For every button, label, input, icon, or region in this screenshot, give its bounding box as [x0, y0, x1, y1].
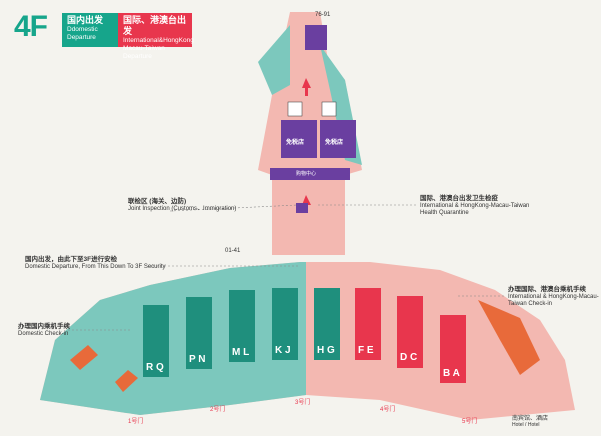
counter-kj [272, 288, 298, 360]
legend-international-en2: Macau-Taiwan Departure [123, 45, 165, 60]
quarantine-cn: 国际、港澳台出发卫生检疫 [420, 195, 498, 202]
shop-area [115, 370, 138, 392]
counter-ml [229, 290, 255, 362]
legend-international: 国际、港澳台出发 International&HongKong Macau-Ta… [118, 13, 194, 60]
counter-ba [440, 315, 466, 383]
counter-hg [314, 288, 340, 360]
restroom-icon [321, 101, 337, 117]
domestic-hall [40, 262, 306, 415]
legend-domestic: 国内出发 Ddomestic Departure [62, 13, 118, 47]
duty-free-left [281, 120, 317, 158]
door-5: 5号门 [462, 419, 478, 425]
counter-ml-letters: M L [232, 347, 250, 358]
gate-label-top: 76-91 [315, 12, 331, 18]
domestic-down-annotation: 国内出发，由此下至3F进行安检 Domestic Departure, From… [25, 256, 166, 271]
legend-domestic-en1: Ddomestic [67, 26, 98, 33]
intl-shop-area [478, 300, 540, 375]
door-1: 1号门 [128, 419, 144, 425]
inspection-en: Joint Inspection (Customs、Immigration) [128, 205, 237, 212]
inspection-cn: 联检区 (海关、边防) [128, 198, 187, 205]
counter-rq [143, 305, 169, 377]
intl-checkin-en1: International & HongKong-Macau- [508, 293, 599, 300]
duty-free-left-label: 免税店 [286, 140, 305, 146]
counter-pn [186, 297, 212, 369]
counter-ba-letters: B A [443, 368, 460, 379]
domestic-checkin-en: Domestic Check-in [18, 330, 69, 337]
legend-domestic-en2: Departure [67, 34, 96, 41]
intl-checkin-en2: Taiwan Check-in [508, 301, 553, 307]
north-gate-area [305, 25, 327, 50]
counter-dc-letters: D C [400, 352, 418, 363]
quarantine-annotation: 国际、港澳台出发卫生检疫 International & HongKong-Ma… [420, 195, 529, 218]
door-3: 3号门 [295, 400, 311, 406]
counter-fe-letters: F E [358, 345, 374, 356]
counter-pn-letters: P N [189, 354, 206, 365]
domestic-checkin-annotation: 办理国内乘机手续 Domestic Check-in [18, 323, 70, 338]
leader-line [169, 204, 299, 212]
door-4: 4号门 [380, 407, 396, 413]
duty-free-right-label: 免税店 [325, 140, 344, 146]
domestic-down-cn: 国内出发，由此下至3F进行安检 [25, 256, 118, 263]
legend-international-en1: International&HongKong [123, 37, 194, 44]
hotel-cn: 南宾馆、酒店 [512, 416, 549, 422]
counter-hg-letters: H G [317, 345, 335, 356]
duty-free-right [320, 120, 356, 158]
hotel-en: Hotel / Hotel [512, 422, 540, 428]
inspection-annotation: 联检区 (海关、边防) Joint Inspection (Customs、Im… [128, 198, 236, 213]
domestic-down-en: Domestic Departure, From This Down To 3F… [25, 263, 166, 270]
shopping-strip [270, 168, 350, 180]
door-2: 2号门 [210, 407, 226, 413]
gate-label-left: 01-41 [225, 248, 241, 254]
inspection-icon [296, 203, 308, 213]
floor-label: 4F [14, 10, 48, 43]
shop-area [70, 345, 98, 370]
up-arrow-icon [302, 78, 311, 96]
counter-rq-letters: R Q [146, 362, 164, 373]
intl-checkin-cn: 办理国际、港澳台乘机手续 [508, 286, 586, 293]
hotel-label: 南宾馆、酒店 [512, 413, 548, 422]
legend-domestic-cn: 国内出发 [67, 15, 104, 25]
counter-fe [355, 288, 381, 360]
north-pier-domestic-zone [258, 25, 290, 95]
legend-international-cn: 国际、港澳台出发 [123, 15, 187, 36]
domestic-checkin-cn: 办理国内乘机手续 [18, 323, 70, 330]
shopping-label: 购物中心 [296, 171, 317, 177]
intl-checkin-annotation: 办理国际、港澳台乘机手续 International & HongKong-Ma… [508, 286, 599, 309]
quarantine-en2: Health Quarantine [420, 210, 469, 216]
restroom-icon [287, 101, 303, 117]
quarantine-en1: International & HongKong-Macau-Taiwan [420, 202, 530, 209]
counter-kj-letters: K J [275, 345, 291, 356]
counter-dc [397, 296, 423, 368]
